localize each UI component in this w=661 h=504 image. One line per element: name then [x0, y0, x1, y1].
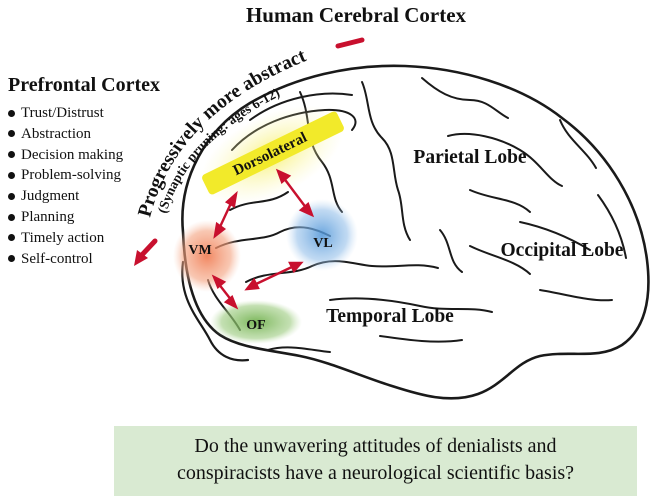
bullet-icon	[8, 130, 15, 138]
region-connection-arrows	[211, 168, 315, 310]
of-region-highlight	[210, 300, 302, 344]
prefrontal-function-list: Trust/Distrust Abstraction Decision maki…	[8, 103, 123, 269]
figure-title: Human Cerebral Cortex	[246, 3, 467, 27]
brain-outline	[181, 64, 650, 400]
arrow-dl-vl	[282, 176, 308, 210]
abstraction-arc	[335, 37, 365, 49]
list-item: Planning	[8, 207, 123, 228]
dorsolateral-band	[202, 111, 344, 195]
bullet-icon	[8, 234, 15, 242]
bullet-icon	[8, 171, 15, 179]
occipital-lobe-label: Occipital Lobe	[501, 240, 624, 261]
vm-region-highlight	[173, 220, 241, 292]
bullet-icon	[8, 151, 15, 159]
bullet-icon	[8, 213, 15, 221]
list-item: Trust/Distrust	[8, 103, 123, 124]
temporal-lobe-label: Temporal Lobe	[326, 306, 454, 327]
abstraction-arrowhead	[134, 238, 158, 266]
bullet-icon	[8, 192, 15, 200]
question-box: Do the unwavering attitudes of denialist…	[114, 426, 637, 496]
list-item: Decision making	[8, 145, 123, 166]
bullet-icon	[8, 255, 15, 263]
vl-label: VL	[313, 236, 332, 251]
question-line-1: Do the unwavering attitudes of denialist…	[194, 435, 557, 457]
list-item: Judgment	[8, 186, 123, 207]
vl-region-highlight	[286, 199, 358, 271]
arrow-vm-vl	[253, 264, 295, 287]
vm-label: VM	[188, 243, 211, 258]
arrow-dl-vm	[217, 200, 234, 230]
parietal-lobe-label: Parietal Lobe	[413, 147, 527, 168]
question-line-2: conspiracists have a neurological scient…	[176, 462, 575, 484]
of-label: OF	[246, 318, 265, 333]
bullet-icon	[8, 109, 15, 117]
list-item: Self-control	[8, 249, 123, 270]
list-item: Abstraction	[8, 124, 123, 145]
list-item: Timely action	[8, 228, 123, 249]
list-item: Problem-solving	[8, 165, 123, 186]
prefrontal-heading: Prefrontal Cortex	[8, 74, 160, 96]
